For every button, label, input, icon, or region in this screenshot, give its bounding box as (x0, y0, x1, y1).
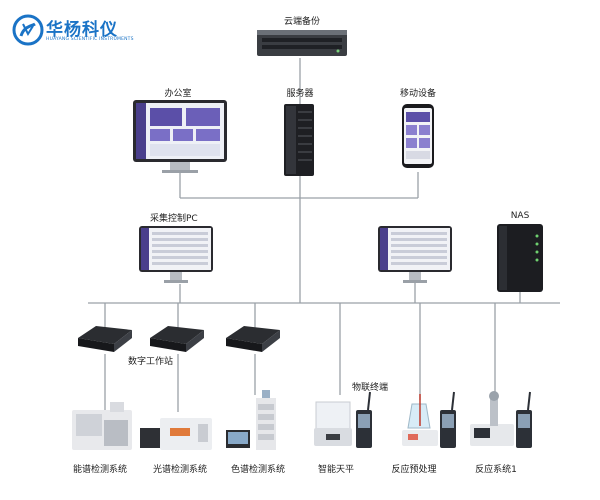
instrument-label: 反应系统1 (475, 465, 517, 475)
instrument-label: 光谱检测系统 (152, 465, 208, 475)
collection-pc-monitor-icon (139, 226, 213, 283)
network-switch-icon (226, 326, 280, 352)
network-switch-icon (150, 326, 204, 352)
office-label: 办公室 (164, 89, 192, 99)
iot-terminal-icon (356, 391, 372, 448)
optical-spectrum-instrument-icon (140, 418, 212, 450)
cloud-backup-label: 云端备份 (283, 17, 321, 27)
iot-terminal-icon (440, 391, 456, 448)
mobile-label: 移动设备 (399, 89, 437, 99)
instrument-label: 反应预处理 (391, 465, 437, 475)
nas-icon (497, 224, 543, 292)
pc-monitor-icon (378, 226, 452, 283)
digital-workstation-label: 数字工作站 (128, 357, 174, 367)
iot-terminal-label: 物联终端 (352, 383, 389, 393)
brand-name: 华杨科仪 (46, 20, 118, 40)
reaction-pretreatment-instrument-icon (402, 394, 438, 446)
reaction-system-instrument-icon (470, 391, 514, 446)
server-label: 服务器 (286, 89, 314, 99)
chromatography-instrument-icon (226, 390, 276, 450)
brand-mark-icon (12, 14, 44, 46)
cloud-server-icon (257, 30, 347, 56)
connection-lines (88, 58, 560, 412)
brand-name-en: HUAYANG SCIENTIFIC INSTRUMENTS (46, 37, 134, 42)
instrument-label: 色谱检测系统 (230, 465, 286, 475)
energy-spectrum-instrument-icon (72, 402, 132, 450)
instrument-label: 智能天平 (317, 465, 355, 475)
smart-balance-instrument-icon (314, 401, 352, 446)
brand-logo: 华杨科仪 HUAYANG SCIENTIFIC INSTRUMENTS (12, 14, 133, 48)
nas-label: NAS (510, 211, 530, 221)
collection-pc-label: 采集控制PC (150, 214, 198, 224)
office-monitor-icon (133, 100, 227, 173)
network-switch-icon (78, 326, 132, 352)
instrument-label: 能谱检测系统 (72, 465, 128, 475)
mobile-phone-icon (402, 104, 434, 168)
server-tower-icon (284, 104, 314, 176)
iot-terminal-icon (516, 391, 532, 448)
